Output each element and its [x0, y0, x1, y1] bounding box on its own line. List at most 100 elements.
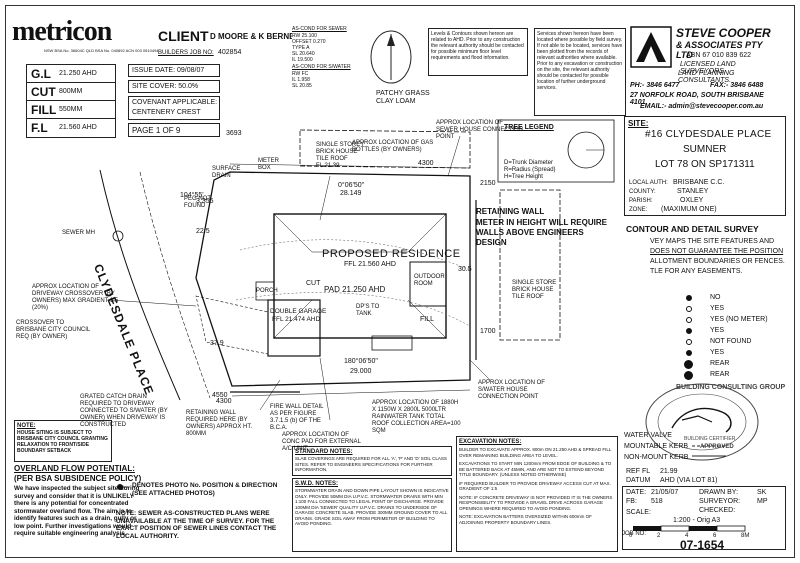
site-cover: SITE COVER: 50.0% — [132, 83, 199, 90]
fill-value: 550MM — [59, 106, 83, 113]
neighbour-top-label-2: BRICK HOUSE — [316, 149, 358, 155]
legend-label: NOT FOUND — [710, 338, 752, 345]
driveway-note: APPROX LOCATION OF DRIVEWAY CROSSOVER (B… — [32, 284, 119, 311]
as-cond-swater-row: IL 1.958 — [292, 77, 310, 83]
photo-note: DENOTES PHOTO No. POSITION & DIRECTION (… — [132, 482, 278, 497]
dim-top: 28.149 — [340, 190, 362, 197]
excavation-text-2: EXCAVATIONS TO START MIN 1200mm FROM EDG… — [459, 461, 612, 477]
neighbour-top-label-4: FL 21.39 — [316, 163, 340, 169]
scale-bar — [633, 525, 746, 532]
legend-item: NOT FOUND — [684, 337, 780, 348]
ref-fl-value: 21.99 — [660, 468, 678, 475]
swd-notes-box: S.W.D. NOTES: STORMWATER DRAIN AND DOWN … — [292, 478, 452, 552]
scale-tick-label: 8M — [741, 533, 750, 539]
tree-legend-r: R=Radius (Spread) — [504, 167, 556, 173]
mountable-kerb-label: MOUNTABLE KERB — [624, 443, 689, 450]
sewer-connection-note: APPROX LOCATION OF SEWER HOUSE CONNECTIO… — [436, 120, 524, 140]
legend-label: REAR — [710, 371, 730, 378]
garage-outline — [267, 299, 321, 357]
siting-note-box: NOTE: HOUSE SITING IS SUBJECT TO BRISBAN… — [14, 420, 112, 462]
siting-note-text: HOUSE SITING IS SUBJECT TO BRISBANE CITY… — [17, 430, 108, 454]
stamp-text-3: APPROVED — [700, 444, 734, 450]
swater-connection-note: APPROX LOCATION OF S/WATER HOUSE CONNECT… — [478, 380, 545, 400]
parish-label: PARISH: — [629, 198, 653, 204]
ref-fl-label: REF FL — [626, 468, 651, 475]
outdoor-room-outline — [409, 261, 447, 307]
legend-item: NO — [684, 293, 780, 304]
residence-label: PROPOSED RESIDENCE — [322, 248, 461, 260]
as-cond-swater-row: SL 20.85 — [292, 83, 312, 89]
excavation-notes-box: EXCAVATION NOTES: BUILDER TO EXCAVATE AP… — [456, 436, 618, 552]
company-logo-icon — [630, 26, 672, 68]
excavation-text-1: BUILDER TO EXCAVATE APPROX. 800m ON 21.2… — [459, 447, 612, 458]
county: STANLEY — [677, 188, 709, 195]
lot-boundary — [195, 171, 471, 387]
clay-loam-label: CLAY LOAM — [376, 98, 416, 105]
dim-right-2: 1700 — [480, 328, 496, 335]
street-curve — [99, 169, 181, 401]
builders-job-label: BUILDERS JOB NO: — [158, 50, 214, 56]
local-auth: BRISBANE C.C. — [673, 179, 725, 186]
fb-label: FB: — [626, 498, 637, 505]
levels-notice: Levels & Contours shown hereon are relat… — [428, 28, 528, 76]
scale-tick-label: 6 — [713, 533, 717, 539]
scale-tick-label: 0 — [629, 533, 633, 539]
legend-symbol-icon — [686, 350, 692, 356]
grated-drain-note: GRATED CATCH DRAIN REQUIRED TO DRIVEWAY … — [80, 394, 168, 428]
fl-value: 21.560 AHD — [59, 124, 97, 131]
site-label: SITE: — [628, 119, 649, 128]
bearing-bottom: 180°06'50" — [344, 358, 378, 365]
scale-label: SCALE: — [626, 509, 651, 516]
company-block: STEVE COOPER & ASSOCIATES PTY LTD ABN 67… — [630, 26, 780, 118]
ac-unit-note: APPROX LOCATION OF CONC PAD FOR EXTERNAL… — [282, 432, 361, 452]
tree-legend-title: TREE LEGEND — [504, 124, 554, 131]
legend-symbol-icon — [686, 295, 692, 301]
legend-label: YES (NO METER) — [710, 316, 768, 323]
legend-label: YES — [710, 305, 725, 312]
legend-item: YES — [684, 326, 780, 337]
checked-label: CHECKED: — [699, 507, 736, 514]
client-name: D MOORE & K BERNER — [210, 32, 301, 41]
standard-notes-title: STANDARD NOTES: — [295, 449, 353, 455]
local-auth-label: LOCAL AUTH: — [629, 180, 668, 186]
gl-label: G.L — [31, 67, 51, 81]
as-cond-sewer-row: IL 19.500 — [292, 57, 313, 63]
tree-legend-h: H=Tree Height — [504, 174, 543, 180]
neighbour-right-house — [499, 189, 561, 341]
certifier-stamp-icon — [645, 383, 759, 461]
fill-label-plan: FILL — [420, 316, 435, 323]
tank-note: APPROX LOCATION OF 1880H X 1150W X 2800L… — [372, 400, 461, 434]
excavation-text-5: NOTE: EXCAVATION BATTERS OVERSIZED WITHI… — [459, 514, 592, 525]
page-box: PAGE 1 OF 9 — [128, 123, 220, 137]
builders-job-no: 402854 — [218, 49, 242, 56]
dim-side-2: 37.9 — [210, 340, 224, 347]
site-block: SITE: #16 CLYDESDALE PLACE SUMNER LOT 78… — [624, 116, 786, 216]
bearing-top: 0°06'50" — [338, 182, 365, 189]
retaining-wall-label: RETAINING WALL — [476, 207, 545, 216]
swd-notes-title: S.W.D. NOTES: — [295, 481, 339, 487]
fire-wall-note: FIRE WALL DETAIL AS PER FIGURE 3.7.1.5 (… — [270, 404, 324, 431]
dim-4300: 4300 — [418, 160, 434, 167]
company-address: 27 NORFOLK ROAD, SOUTH BRISBANE 4101 — [630, 92, 764, 106]
survey-title: CONTOUR AND DETAIL SURVEY — [626, 224, 759, 234]
client-label: CLIENT — [158, 28, 209, 44]
company-name: STEVE COOPER — [676, 26, 771, 40]
driveway — [195, 295, 269, 355]
siting-note-title: NOTE: — [17, 423, 36, 429]
survey-text-4: TLE FOR ANY EASEMENTS. — [650, 268, 743, 275]
north-arrow — [370, 30, 412, 84]
sheet-border — [5, 5, 795, 558]
metricon-logo: metricon — [12, 16, 112, 47]
job-label: JOB NO: — [622, 531, 647, 537]
company-email: EMAIL:- admin@stevecooper.com.au — [640, 103, 764, 110]
fill-label: FILL — [31, 103, 57, 117]
non-mount-kerb-label: NON-MOUNT KERB — [624, 454, 689, 461]
excavation-text-3: IF REQUIRED BUILDER TO PROVIDE DRIVEWAY … — [459, 480, 611, 492]
zone-label: ZONE: — [629, 207, 648, 213]
